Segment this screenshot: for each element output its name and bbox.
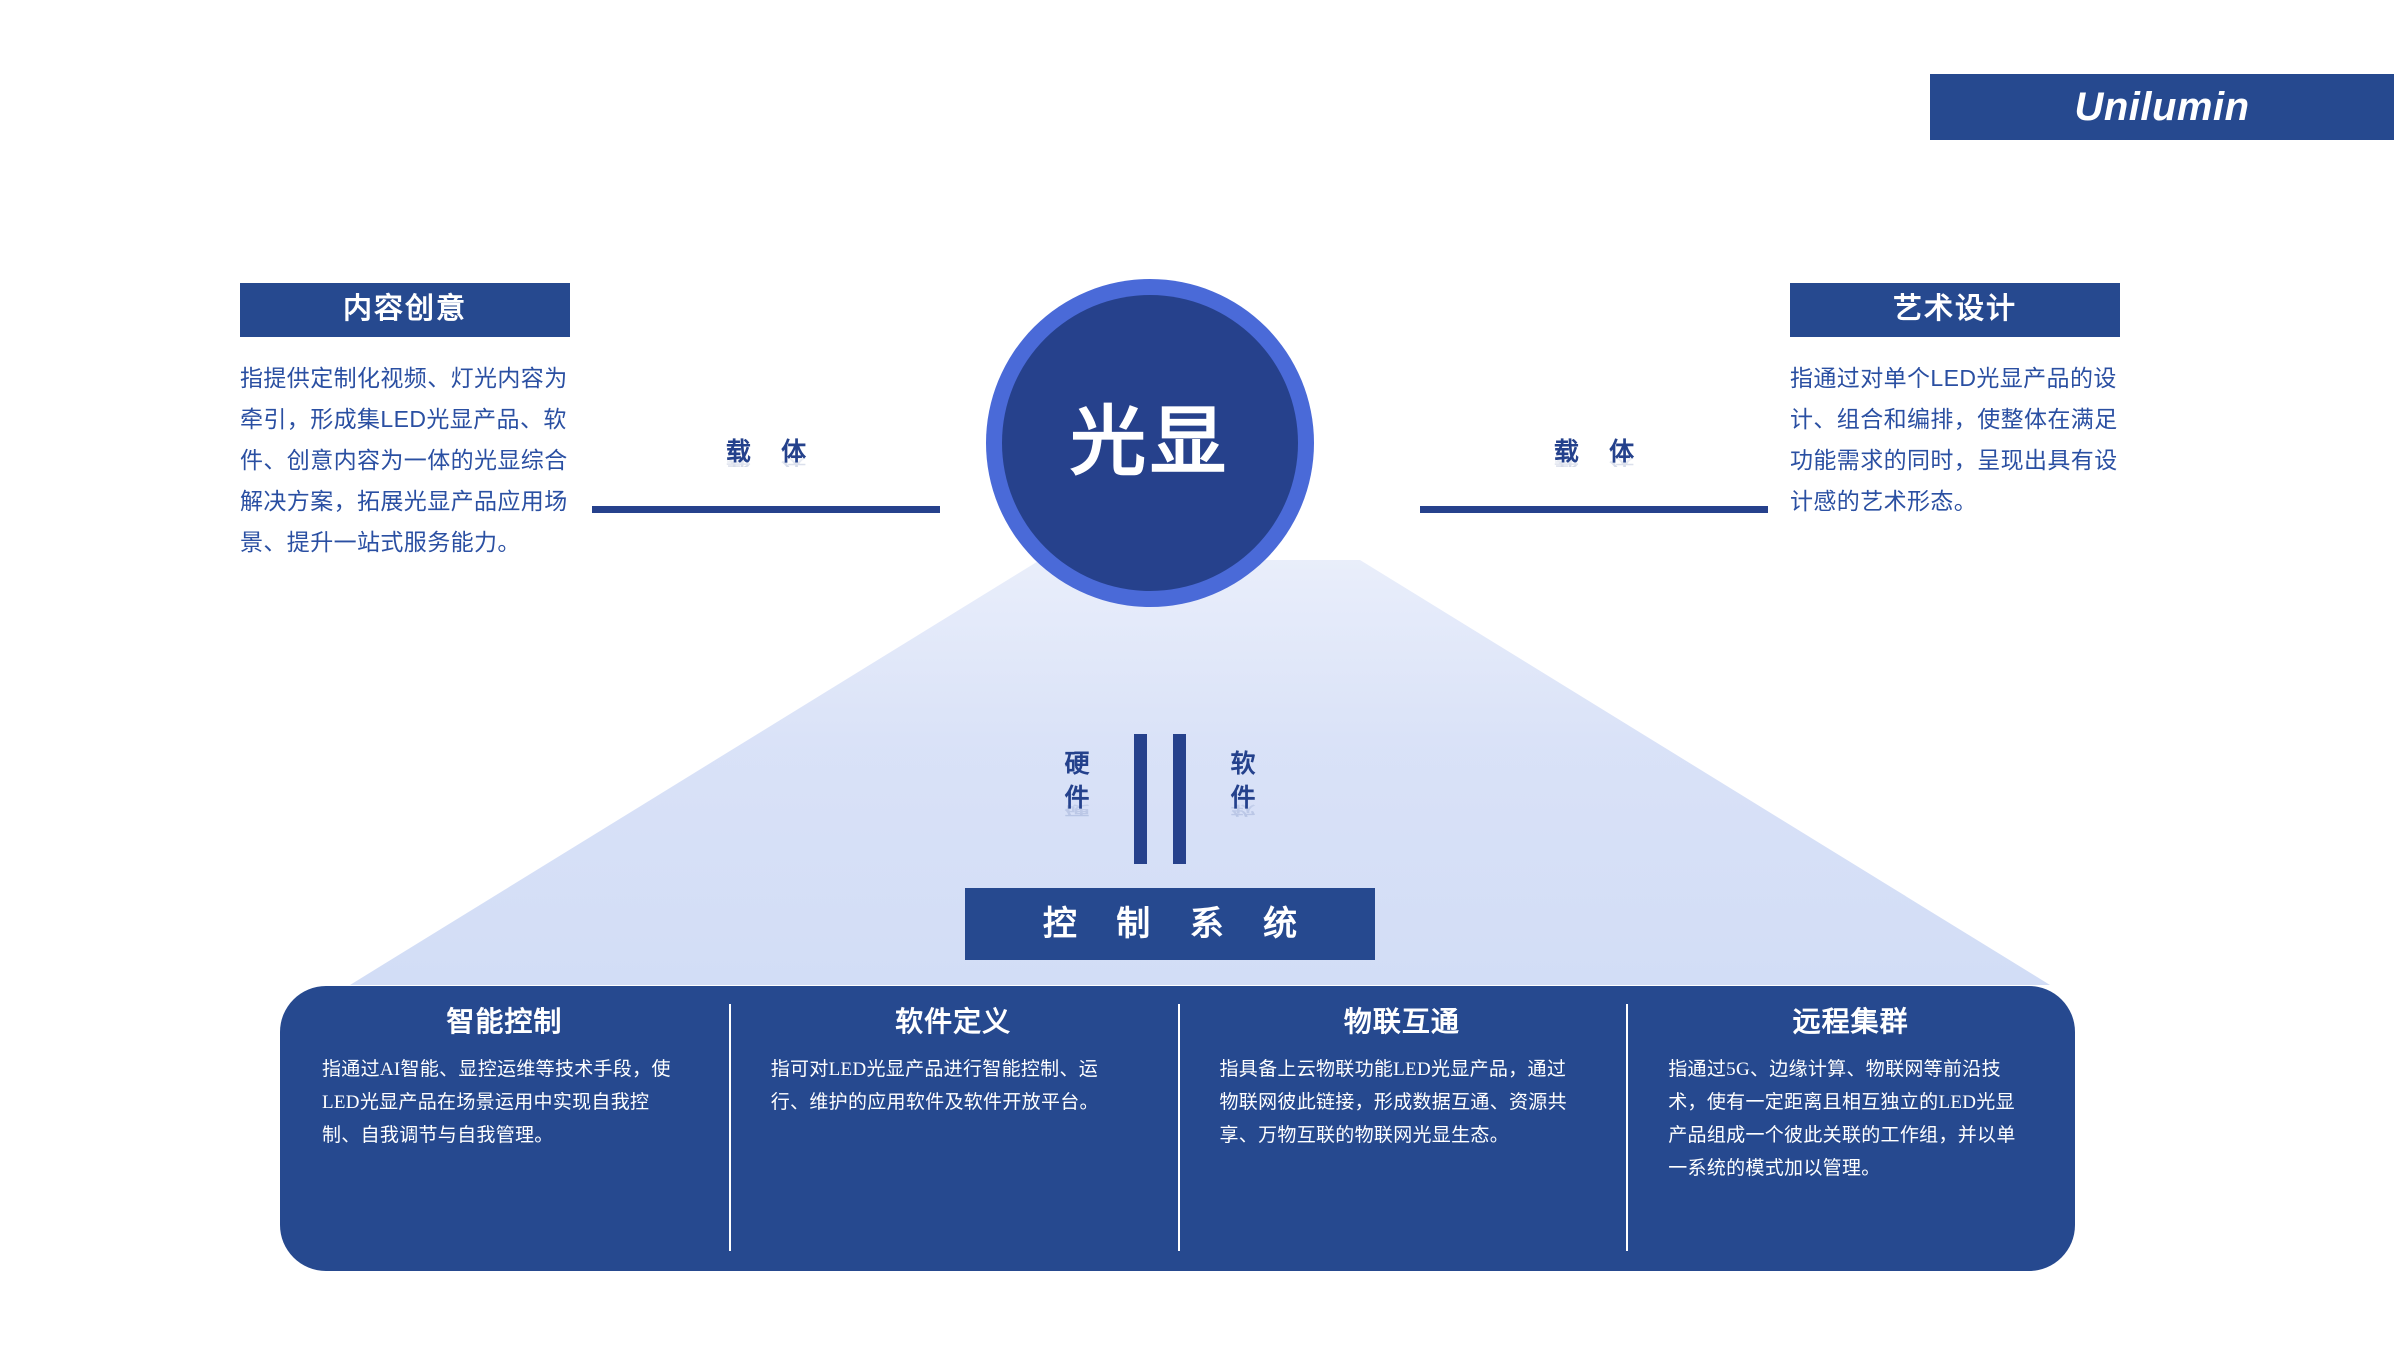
feature-column-3: 物联互通 指具备上云物联功能LED光显产品，通过物联网彼此链接，形成数据互通、资… <box>1177 986 1627 1271</box>
carrier-label-right: 载 体 <box>1553 439 1647 466</box>
feature-title-4: 远程集群 <box>1792 1006 1909 1037</box>
panel-content-creative: 内容创意 指提供定制化视频、灯光内容为牵引，形成集LED光显产品、软件、创意内容… <box>240 283 570 563</box>
feature-bar: 智能控制 指通过AI智能、显控运维等技术手段，使LED光显产品在场景运用中实现自… <box>280 986 2075 1271</box>
software-label-char-1: 软 <box>1230 751 1256 778</box>
hardware-label: 硬 件 <box>1060 748 1094 816</box>
control-system-label: 控 制 系 统 <box>1042 905 1313 943</box>
connector-rule-right <box>1420 506 1768 513</box>
feature-column-4: 远程集群 指通过5G、边缘计算、物联网等前沿技术，使有一定距离且相互独立的LED… <box>1626 986 2075 1271</box>
hardware-label-char-1: 硬 <box>1064 751 1090 778</box>
feature-text-3: 指具备上云物联功能LED光显产品，通过物联网彼此链接，形成数据互通、资源共享、万… <box>1219 1059 1567 1146</box>
carrier-label-right-reflection: 载 体 <box>1553 452 1647 468</box>
feature-title-3: 物联互通 <box>1343 1006 1460 1037</box>
brand-name: Unilumin <box>2074 84 2250 129</box>
connector-left: 载 体 载 体 <box>592 440 940 513</box>
feature-column-2: 软件定义 指可对LED光显产品进行智能控制、运行、维护的应用软件及软件开放平台。 <box>728 986 1178 1271</box>
software-label: 软 件 <box>1226 748 1260 816</box>
link-bar-software <box>1173 734 1186 864</box>
hardware-label-reflection: 硬 件 <box>1064 786 1090 817</box>
feature-text-2: 指可对LED光显产品进行智能控制、运行、维护的应用软件及软件开放平台。 <box>770 1059 1099 1113</box>
feature-title-2: 软件定义 <box>895 1006 1012 1037</box>
feature-text-1: 指通过AI智能、显控运维等技术手段，使LED光显产品在场景运用中实现自我控制、自… <box>322 1059 671 1146</box>
carrier-label-left: 载 体 <box>725 439 819 466</box>
feature-column-1: 智能控制 指通过AI智能、显控运维等技术手段，使LED光显产品在场景运用中实现自… <box>280 986 729 1271</box>
panel-title-content-creative: 内容创意 <box>240 283 570 337</box>
connector-right: 载 体 载 体 <box>1420 440 1768 513</box>
link-vertical-bars <box>1134 734 1186 864</box>
feature-text-4: 指通过5G、边缘计算、物联网等前沿技术，使有一定距离且相互独立的LED光显产品组… <box>1668 1059 2016 1179</box>
panel-body-content-creative: 指提供定制化视频、灯光内容为牵引，形成集LED光显产品、软件、创意内容为一体的光… <box>240 365 568 555</box>
connector-rule-left <box>592 506 940 513</box>
panel-body-art-design: 指通过对单个LED光显产品的设计、组合和编排，使整体在满足功能需求的同时，呈现出… <box>1790 365 2118 514</box>
feature-title-1: 智能控制 <box>446 1006 563 1037</box>
panel-art-design: 艺术设计 指通过对单个LED光显产品的设计、组合和编排，使整体在满足功能需求的同… <box>1790 283 2120 522</box>
hardware-software-link: 硬 件 硬 件 软 件 软 件 <box>1040 726 1280 866</box>
hardware-label-char-2: 件 <box>1064 785 1090 812</box>
link-bar-hardware <box>1134 734 1147 864</box>
hub-label: 光显 <box>1070 400 1230 485</box>
panel-title-art-design: 艺术设计 <box>1790 283 2120 337</box>
control-system-banner: 控 制 系 统 <box>965 888 1375 960</box>
software-label-char-2: 件 <box>1230 785 1256 812</box>
carrier-label-left-reflection: 载 体 <box>725 452 819 468</box>
central-hub: 光显 <box>925 268 1375 718</box>
light-cone-graphic <box>350 560 2050 985</box>
brand-banner: Unilumin <box>1930 74 2394 140</box>
hub-core-circle: 光显 <box>1002 295 1298 591</box>
software-label-reflection: 软 件 <box>1230 786 1256 817</box>
